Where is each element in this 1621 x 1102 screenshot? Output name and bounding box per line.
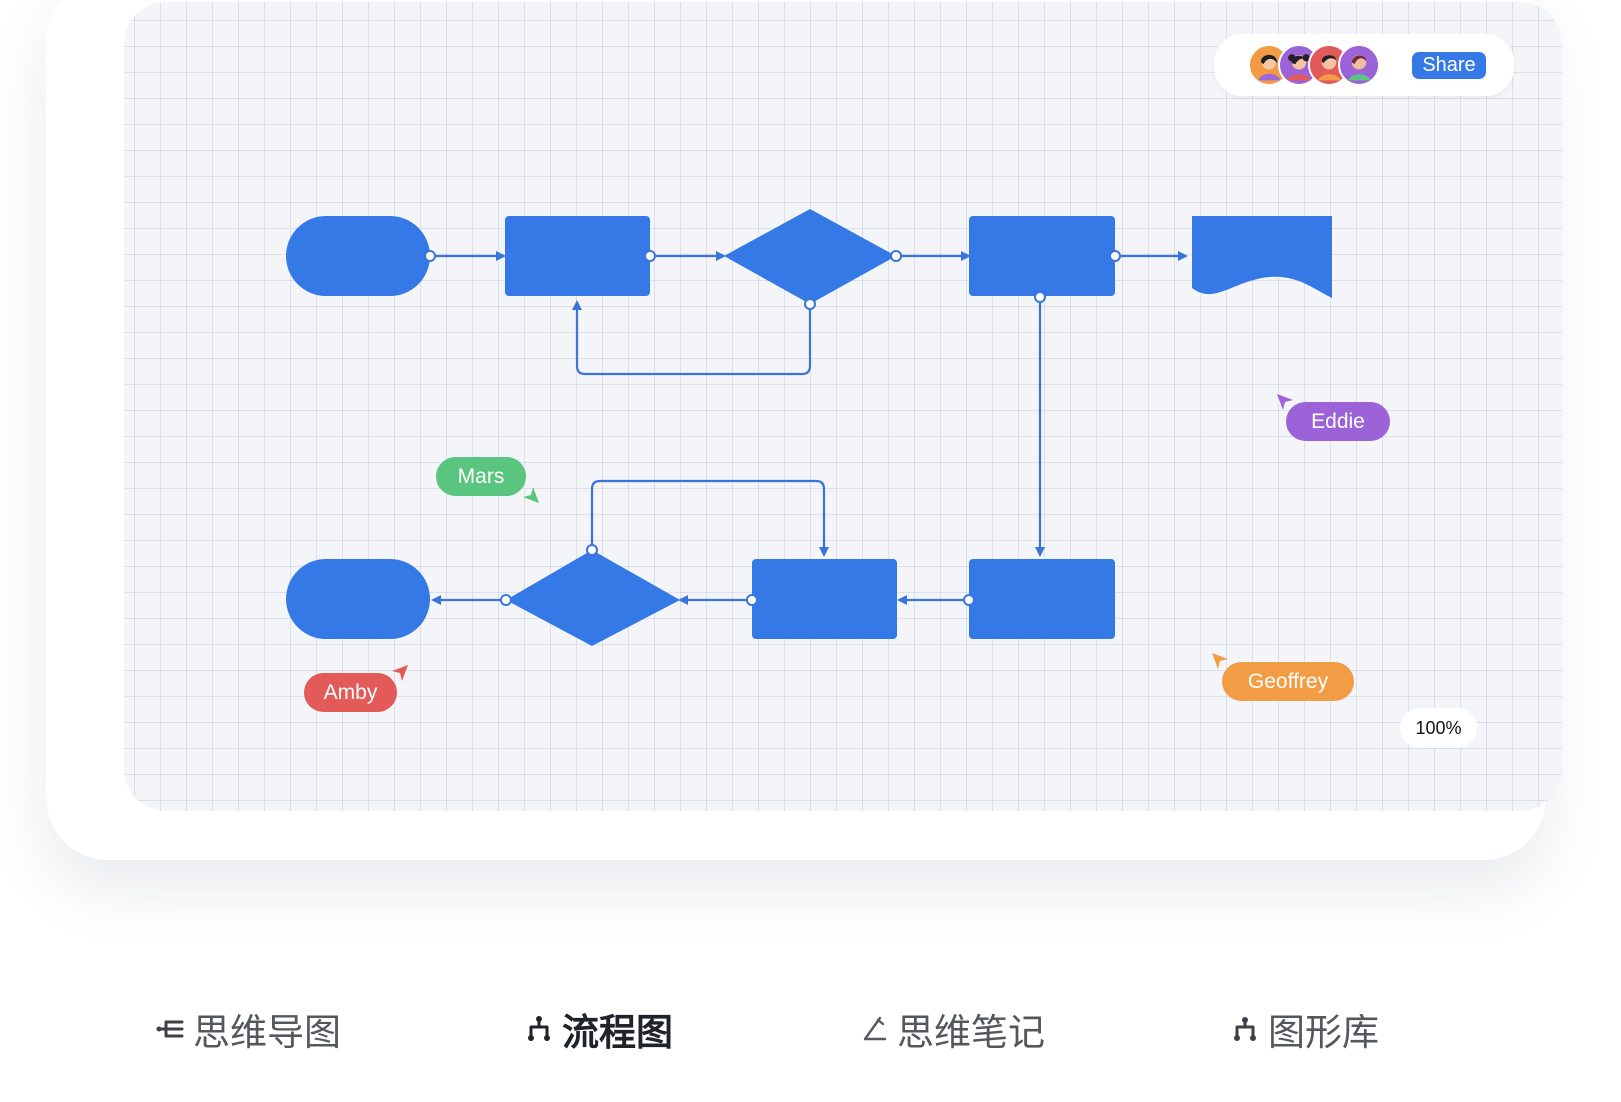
shape-library-icon <box>1230 1014 1260 1044</box>
tab-label: 思维导图 <box>193 1011 341 1054</box>
flowchart-connectors <box>430 251 1188 605</box>
collaborator-cursor-amby: Amby <box>304 673 397 712</box>
decision-diamond-2[interactable] <box>506 550 680 646</box>
tab-mind-map[interactable]: 思维导图 <box>155 994 341 1064</box>
tab-label: 思维笔记 <box>897 1011 1045 1054</box>
mind-map-icon <box>155 1014 185 1044</box>
amby-cursor-arrow-icon <box>391 664 409 682</box>
process-step-3[interactable] <box>969 559 1115 639</box>
connector-handle[interactable] <box>746 594 758 606</box>
flowchart-diagram <box>286 209 1332 646</box>
connector-handle[interactable] <box>804 298 816 310</box>
connector-handle[interactable] <box>586 544 598 556</box>
eddie-cursor-arrow-icon <box>1276 393 1294 411</box>
end-terminator[interactable] <box>286 559 430 639</box>
process-step-2[interactable] <box>969 216 1115 296</box>
tab-shape-library[interactable]: 图形库 <box>1230 994 1379 1064</box>
connector-handle[interactable] <box>1109 250 1121 262</box>
start-terminator[interactable] <box>286 216 430 296</box>
diagram-canvas[interactable]: Share Eddie Mars Amby Geoffrey 100% <box>124 2 1562 811</box>
connector-handle[interactable] <box>890 250 902 262</box>
decision-diamond-1[interactable] <box>724 209 896 304</box>
process-step-4[interactable] <box>752 559 897 639</box>
avatar[interactable] <box>1338 44 1380 86</box>
zoom-level-indicator[interactable]: 100% <box>1400 708 1477 748</box>
tab-label: 流程图 <box>562 1011 673 1054</box>
collaboration-panel: Share <box>1214 34 1514 96</box>
process-step-1[interactable] <box>505 216 650 296</box>
collaborator-cursor-mars: Mars <box>436 457 526 496</box>
feature-tabs: 思维导图 流程图 思维笔记 <box>0 994 1621 1064</box>
tab-label: 图形库 <box>1268 1011 1379 1054</box>
male-avatar-icon <box>1340 46 1378 84</box>
geoffrey-cursor-arrow-icon <box>1211 652 1229 670</box>
connector-decision-1-loop[interactable] <box>572 300 812 376</box>
mars-cursor-arrow-icon <box>522 486 540 504</box>
avatar[interactable] <box>1308 44 1350 86</box>
share-button[interactable]: Share <box>1412 52 1486 79</box>
collaborator-cursor-geoffrey: Geoffrey <box>1222 662 1354 701</box>
connector-handle[interactable] <box>963 594 975 606</box>
flowchart-icon <box>524 1014 554 1044</box>
connector-handle[interactable] <box>424 250 436 262</box>
flowchart-shapes <box>286 209 1332 646</box>
pen-icon <box>859 1014 889 1044</box>
connector-handle[interactable] <box>500 594 512 606</box>
female-avatar-icon <box>1280 46 1318 84</box>
document-shape[interactable] <box>1192 216 1332 298</box>
connector-decision-2-loop[interactable] <box>590 479 829 557</box>
female-avatar-icon <box>1250 46 1288 84</box>
connector-handles <box>424 250 1121 606</box>
tab-flowchart[interactable]: 流程图 <box>524 994 673 1064</box>
collaborator-cursor-eddie: Eddie <box>1286 402 1390 441</box>
connector-handle[interactable] <box>1034 291 1046 303</box>
connector-handle[interactable] <box>644 250 656 262</box>
tab-notes[interactable]: 思维笔记 <box>859 994 1045 1064</box>
flowchart-preview-card: Share Eddie Mars Amby Geoffrey 100% <box>46 0 1562 860</box>
male-avatar-icon <box>1310 46 1348 84</box>
avatar[interactable] <box>1278 44 1320 86</box>
